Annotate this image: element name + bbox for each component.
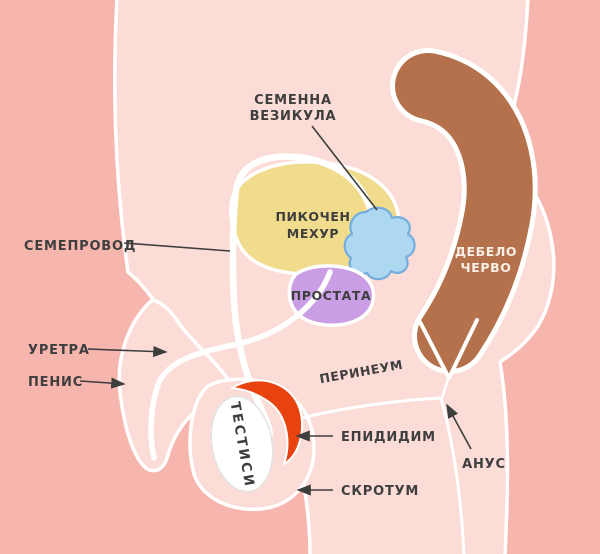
anal-canal-line xyxy=(440,375,451,399)
label-seminal-vesicle-line1: СЕМЕННА xyxy=(254,93,332,108)
label-scrotum: СКРОТУМ xyxy=(341,484,419,499)
urethra-duct xyxy=(148,269,333,461)
pointer-lines xyxy=(79,125,472,496)
colon-shape xyxy=(395,53,533,369)
perineum-crease-line xyxy=(301,396,442,420)
pointer-line-penis xyxy=(79,377,126,389)
label-prostate: ПРОСТАТА xyxy=(291,288,372,303)
anus-crease-line xyxy=(439,397,466,554)
epididymis-shape xyxy=(231,379,304,465)
label-bladder-line2: МЕХУР xyxy=(287,226,339,241)
label-penis: ПЕНИС xyxy=(28,375,83,390)
prostate-shape xyxy=(287,264,376,327)
label-seminal-vesicle-line2: ВЕЗИКУЛА xyxy=(250,109,337,124)
pointer-line-seminal-vesicle xyxy=(311,125,378,211)
pointer-line-urethra xyxy=(87,345,168,358)
colon-rectum-taper xyxy=(420,320,477,378)
pointer-line-anus xyxy=(446,403,472,450)
testis-shape xyxy=(210,395,274,493)
label-urethra: УРЕТРА xyxy=(28,343,90,358)
label-anus: АНУС xyxy=(462,457,506,472)
penis-shape xyxy=(117,298,232,473)
colon-group xyxy=(390,48,538,399)
label-bladder-line1: ПИКОЧЕН xyxy=(275,209,350,224)
label-colon-line1: ДЕБЕЛО xyxy=(455,244,517,259)
seminal-vesicle-shape xyxy=(343,206,416,281)
label-colon-line2: ЧЕРВО xyxy=(461,260,512,275)
label-vas-deferens: СЕМЕПРОВОД xyxy=(24,239,136,254)
pointer-line-vas-deferens xyxy=(123,242,231,252)
label-epididymis: ЕПИДИДИМ xyxy=(341,430,436,445)
